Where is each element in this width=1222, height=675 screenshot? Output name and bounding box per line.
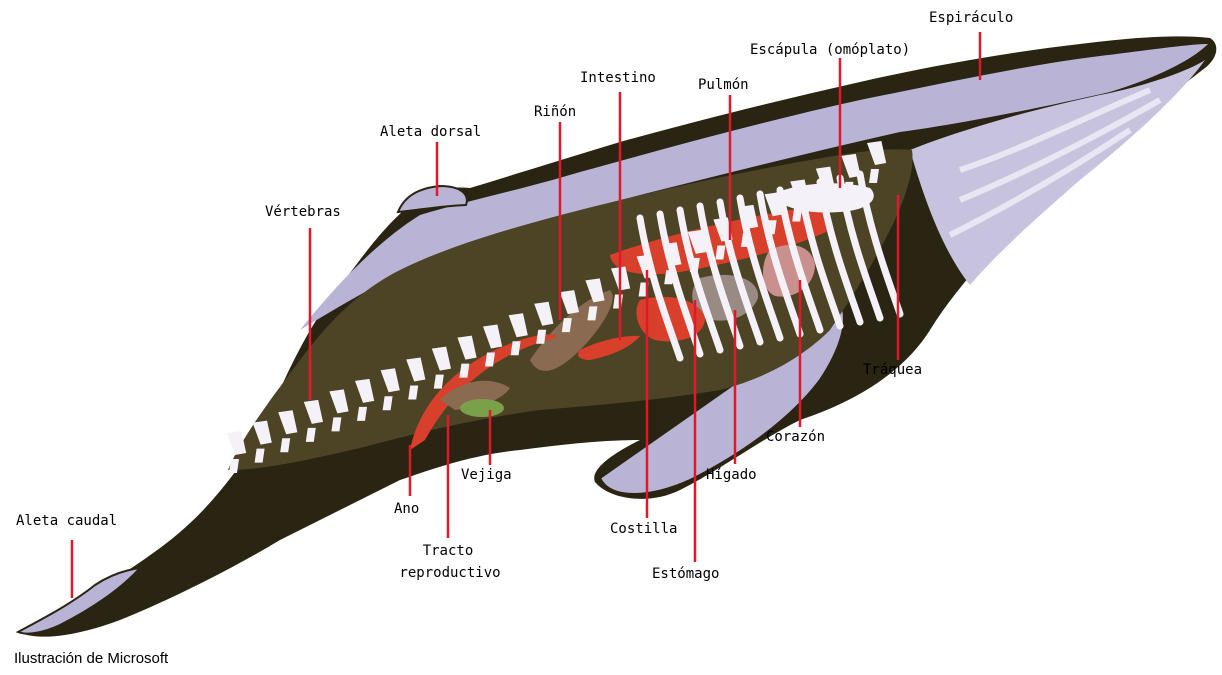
label-estomago: Estómago xyxy=(652,566,719,583)
label-vejiga: Vejiga xyxy=(461,467,512,484)
label-traquea: Tráquea xyxy=(863,362,922,379)
label-higado: Hígado xyxy=(706,467,757,484)
label-espiraculo: Espiráculo xyxy=(929,10,1013,27)
label-aleta-dorsal: Aleta dorsal xyxy=(380,124,481,141)
label-rinon: Riñón xyxy=(534,104,576,121)
label-pulmon: Pulmón xyxy=(698,77,749,94)
label-vertebras: Vértebras xyxy=(265,204,341,221)
label-intestino: Intestino xyxy=(580,70,656,87)
bladder xyxy=(460,399,504,417)
label-corazon: Corazón xyxy=(766,429,825,446)
label-tracto-line2: reproductivo xyxy=(395,565,505,582)
label-tracto-line1: Tracto xyxy=(418,543,478,560)
label-aleta-caudal: Aleta caudal xyxy=(16,513,117,530)
label-ano: Ano xyxy=(394,501,419,518)
label-escapula: Escápula (omóplato) xyxy=(750,42,910,59)
credit-text: Ilustración de Microsoft xyxy=(14,650,168,667)
label-costilla: Costilla xyxy=(610,521,677,538)
